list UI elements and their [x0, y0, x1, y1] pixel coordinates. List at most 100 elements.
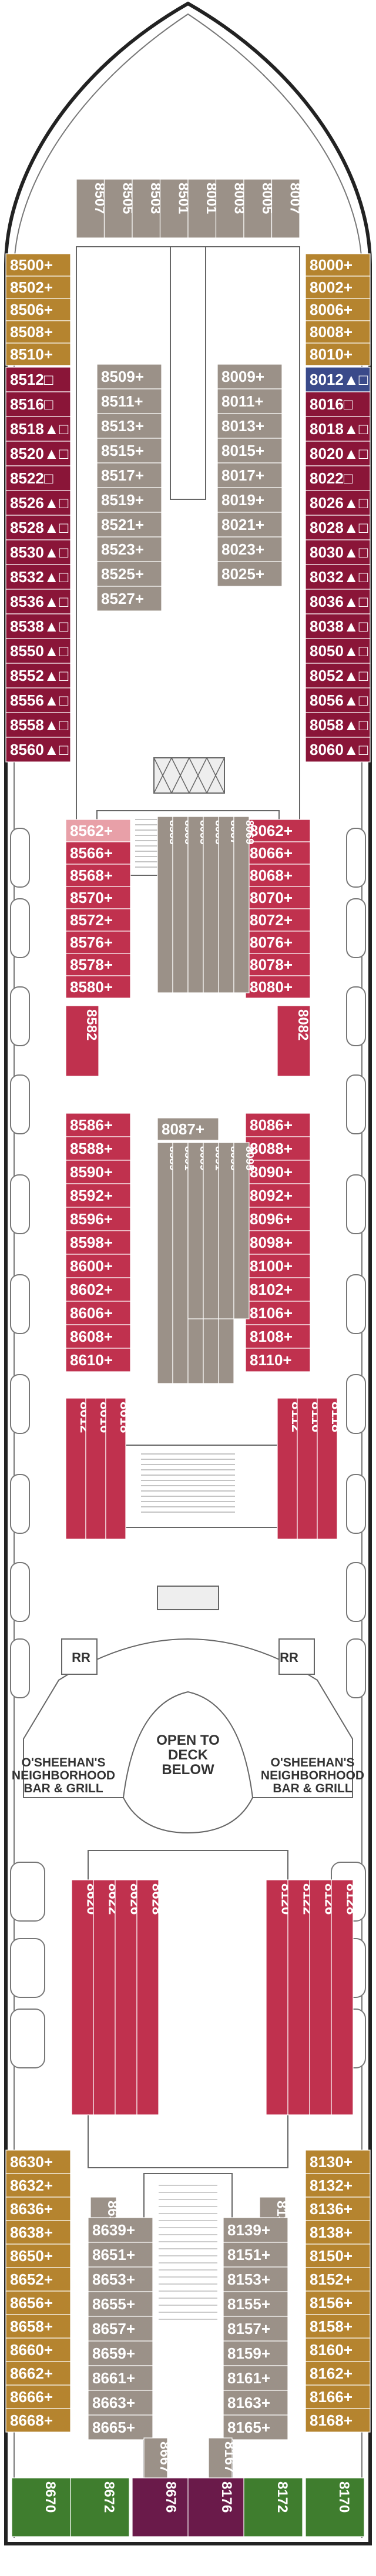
ocean-left-b-8586-label: 8586+: [70, 1116, 113, 1134]
ocean-right-b-8086-label: 8086+: [250, 1116, 293, 1134]
suite-aft-right-8166-label: 8166+: [310, 2388, 352, 2406]
inside-center-right-8023-block: [217, 536, 283, 562]
ocean-right-c-8116-block: [297, 1398, 318, 1540]
suite-aft-right-8150-block: [305, 2243, 371, 2268]
suite-aft-left-8662-block: [5, 2361, 71, 2386]
fwd-inside-8501-block: [159, 179, 189, 239]
inside-aft-left-8639-block: [88, 2217, 153, 2243]
inside-aft-right-8157-label: 8157+: [227, 2320, 270, 2337]
open-atrium-outline: [122, 1691, 254, 1834]
balcony-left-8536-block: [5, 589, 71, 614]
fwd-inside-8007-block: [271, 179, 300, 239]
suite-aft-left-8652-block: [5, 2267, 71, 2292]
mid-stairwell: [96, 1445, 280, 1528]
ocean-left-b-8602-label: 8602+: [70, 1281, 113, 1298]
suite-fwd-left-8500-label: 8500+: [10, 256, 53, 274]
balcony-right-8018-block: [305, 416, 371, 442]
suite-fwd-right-8002-label: 8002+: [310, 278, 352, 296]
window-left-0: [10, 828, 30, 888]
ocean-left-a-8580-block: [65, 975, 131, 999]
ocean-left-b-8586-block: [65, 1113, 131, 1137]
suite-aft-left-8666-label: 8666+: [10, 2388, 53, 2406]
window-right-3: [346, 1074, 366, 1134]
suite-aft-left-8636-block: [5, 2197, 71, 2221]
bar-grill-left-label: O'SHEEHAN'S NEIGHBORHOOD BAR & GRILL: [11, 1756, 116, 1796]
suite-fwd-left-8502-label: 8502+: [10, 278, 53, 296]
ocean-right-c-8118-label: 8118: [328, 1402, 344, 1432]
ocean-left-b-8602-block: [65, 1277, 131, 1302]
balcony-right-8016-label: 8016□: [310, 395, 353, 413]
balcony-right-8032-label: 8032▲□: [310, 568, 368, 586]
ocean-left-a-8578-label: 8578+: [70, 956, 113, 973]
balcony-right-8036-label: 8036▲□: [310, 593, 368, 610]
ocean-left-b-8596-label: 8596+: [70, 1210, 113, 1228]
ocean-right-a-8080-label: 8080+: [250, 978, 293, 996]
ocean-left-a-8572-block: [65, 908, 131, 932]
ocean-right-d-8120-block: [266, 1879, 288, 2115]
suite-aft-left-8668-label: 8668+: [10, 2412, 53, 2429]
ocean-right-b-8102-label: 8102+: [250, 1281, 293, 1298]
suite-aft-right-8132-block: [305, 2173, 371, 2198]
ocean-left-d-8628-block: [136, 1879, 159, 2115]
inside-center-right-8011-block: [217, 388, 283, 414]
suite-aft-left-8636-label: 8636+: [10, 2200, 53, 2218]
balcony-left-8526-label: 8526▲□: [10, 494, 69, 512]
inside-center-left-8525-block: [96, 561, 162, 587]
suite-aft-left-8652-label: 8652+: [10, 2271, 53, 2288]
ocean-left-a-8576-block: [65, 931, 131, 954]
inside-center-left-8509-label: 8509+: [101, 368, 144, 385]
inside-aft-left-8655-block: [88, 2291, 153, 2317]
ocean-left-a-8576-label: 8576+: [70, 933, 113, 951]
ocean-left-b-8592-label: 8592+: [70, 1187, 113, 1204]
restroom-left-label: RR: [72, 1650, 90, 1665]
suite-aft-right-8130-label: 8130+: [310, 2153, 352, 2171]
inside-aft-right-8161-label: 8161+: [227, 2369, 270, 2387]
ocean-right-d-8128-block: [331, 1879, 354, 2115]
inside-center-right-8019-block: [217, 487, 283, 513]
inside-center-right-8025-block: [217, 561, 283, 587]
ocean-left-b-8600-block: [65, 1254, 131, 1278]
suite-aft-right-8158-block: [305, 2314, 371, 2339]
fwd-inside-8007-label: 8007: [287, 183, 303, 214]
inside-aft-left-8663-block: [88, 2390, 153, 2416]
inside-aft-right-8165-block: [223, 2414, 288, 2440]
balcony-right-8022-block: [305, 465, 371, 491]
ocean-right-c-8118-block: [317, 1398, 338, 1540]
window-right-2: [346, 986, 366, 1046]
suite-aft-right-8132-label: 8132+: [310, 2177, 352, 2194]
ocean-right-b-8110-label: 8110+: [250, 1351, 292, 1369]
window-left-8: [10, 1562, 30, 1622]
suite-aft-right-8150-label: 8150+: [310, 2247, 352, 2265]
stern-8172-label: 8172: [274, 2481, 290, 2513]
suite-aft-right-8160-block: [305, 2337, 371, 2362]
balcony-left-8518-label: 8518▲□: [10, 420, 69, 438]
inside-aft-right-8151-block: [223, 2242, 288, 2268]
balcony-right-8038-block: [305, 613, 371, 639]
ocean-right-a-8078-label: 8078+: [250, 956, 293, 973]
ocean-left-b-8610-block: [65, 1348, 131, 1372]
ocean-right-b-8100-label: 8100+: [250, 1257, 293, 1275]
balcony-right-8056-label: 8056▲□: [310, 691, 368, 709]
suite-fwd-right-8010-label: 8010+: [310, 345, 352, 363]
inside-aft-left-8661-label: 8661+: [92, 2369, 135, 2387]
balcony-right-8026-label: 8026▲□: [310, 494, 368, 512]
inside-mid-a-right-8065-block: [203, 816, 219, 993]
stern-8170-block: [305, 2477, 365, 2537]
ocean-left-a-8570-block: [65, 886, 131, 909]
balcony-left-8520-label: 8520▲□: [10, 445, 69, 462]
inside-mid-b-right-8095-block: [233, 1142, 250, 1319]
balcony-left-8558-label: 8558▲□: [10, 716, 69, 734]
ocean-right-b-8088-label: 8088+: [250, 1140, 293, 1157]
ocean-left-b-8588-label: 8588+: [70, 1140, 113, 1157]
inside-center-right-8023-label: 8023+: [221, 540, 264, 558]
ocean-right-a-8070-label: 8070+: [250, 889, 293, 906]
aft-window-left-1: [10, 1938, 45, 1998]
ocean-right-b-8096-label: 8096+: [250, 1210, 293, 1228]
open-to-deck-below-label: OPEN TO DECK BELOW: [156, 1732, 220, 1778]
balcony-right-8016-block: [305, 391, 371, 417]
ocean-left-b-8590-block: [65, 1160, 131, 1184]
ocean-8082-label: 8082: [295, 1009, 311, 1040]
balcony-left-8552-label: 8552▲□: [10, 667, 69, 684]
ocean-left-a-8562-label: 8562+: [70, 822, 113, 839]
inside-mid-a-left-8563-block: [157, 816, 173, 993]
